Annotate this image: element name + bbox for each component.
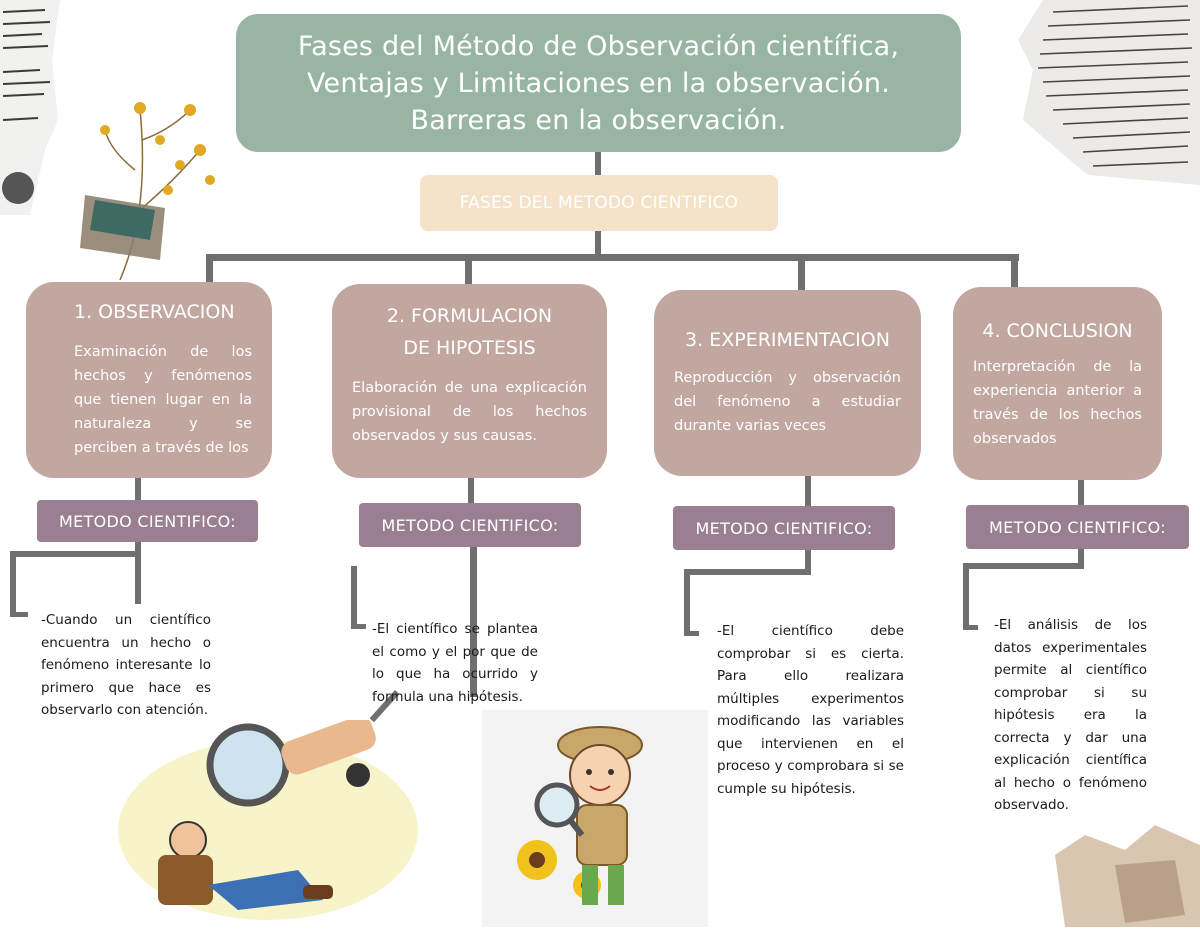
connector-note-1-v bbox=[10, 551, 16, 617]
explorer-child-cartoon bbox=[482, 710, 708, 927]
note-phase-4: -El análisis de los datos experimentales… bbox=[994, 617, 1147, 813]
phase-description: Elaboración de una explicación provision… bbox=[352, 380, 587, 444]
phase-title: 4. CONCLUSION bbox=[982, 320, 1133, 342]
connector-phase-4-method bbox=[1078, 480, 1084, 505]
phase-card-experimentacion: 3. EXPERIMENTACION Reproducción y observ… bbox=[654, 290, 921, 476]
phase-description: Reproducción y observación del fenómeno … bbox=[674, 370, 901, 434]
connector-note-4-h bbox=[963, 563, 1084, 569]
connector-phase-1 bbox=[206, 254, 213, 284]
connector-phase-2 bbox=[465, 254, 472, 286]
method-label: METODO CIENTIFICO: bbox=[381, 515, 559, 535]
method-label-box-3: METODO CIENTIFICO: bbox=[673, 506, 895, 550]
method-label-box-1: METODO CIENTIFICO: bbox=[37, 500, 258, 542]
magnifying-glass-cartoon bbox=[118, 715, 418, 920]
connector-title-center bbox=[595, 152, 601, 175]
phase-title: 1. OBSERVACION bbox=[74, 301, 235, 323]
note-phase-1: -Cuando un científico encuentra un hecho… bbox=[41, 612, 211, 718]
note-phase-2: -El científico se plantea el como y el p… bbox=[372, 621, 538, 705]
connector-method-2-down bbox=[470, 547, 477, 697]
connector-phase-1-method bbox=[135, 478, 141, 500]
method-label-box-2: METODO CIENTIFICO: bbox=[359, 503, 581, 547]
connector-note-3-h bbox=[684, 569, 811, 575]
connector-note-4-v bbox=[963, 563, 969, 630]
connector-note-1-tip bbox=[10, 612, 28, 617]
connector-phase-4 bbox=[1011, 254, 1018, 290]
phase-description: Interpretación de la experiencia anterio… bbox=[973, 359, 1142, 447]
connector-note-3-v bbox=[684, 569, 690, 636]
newspaper-clipping-top-right bbox=[1018, 0, 1200, 185]
connector-phase-3-method bbox=[805, 476, 811, 506]
main-title-box: Fases del Método de Observación científi… bbox=[236, 14, 961, 152]
method-label-box-4: METODO CIENTIFICO: bbox=[966, 505, 1189, 549]
connector-note-4-tip bbox=[963, 625, 978, 630]
phase-title: 2. FORMULACION DE HIPOTESIS bbox=[386, 305, 553, 359]
phase-description: Examinación de los hechos y fenómenos qu… bbox=[74, 344, 252, 456]
connector-note-2-tip bbox=[351, 624, 366, 629]
phase-card-observacion: 1. OBSERVACION Examinación de los hechos… bbox=[26, 282, 272, 478]
phase-title: 3. EXPERIMENTACION bbox=[685, 329, 890, 351]
connector-method-3-down bbox=[805, 550, 811, 575]
connector-phase-2-method bbox=[468, 478, 474, 503]
method-label: METODO CIENTIFICO: bbox=[695, 518, 873, 538]
note-phase-3: -El científico debe comprobar si es cier… bbox=[717, 623, 904, 797]
phase-card-conclusion: 4. CONCLUSION Interpretación de la exper… bbox=[953, 287, 1162, 480]
newspaper-clipping-top-left bbox=[0, 0, 60, 215]
main-title: Fases del Método de Observación científi… bbox=[297, 30, 900, 136]
connector-note-1-h bbox=[10, 551, 138, 557]
phases-label-box: FASES DEL METODO CIENTIFICO bbox=[420, 175, 778, 231]
torn-paper-scrap-bottom-right bbox=[1055, 815, 1200, 927]
phase-card-hipotesis: 2. FORMULACION DE HIPOTESIS Elaboración … bbox=[332, 284, 607, 478]
method-label: METODO CIENTIFICO: bbox=[59, 511, 236, 531]
connector-method-4-down bbox=[1078, 549, 1084, 569]
connector-note-3-tip bbox=[684, 631, 699, 636]
connector-phase-3 bbox=[798, 254, 805, 292]
connector-center-down bbox=[595, 231, 601, 256]
connector-note-2-v bbox=[351, 566, 357, 629]
connector-method-1-down bbox=[135, 542, 141, 604]
connector-horizontal-bar bbox=[206, 254, 1019, 261]
method-label: METODO CIENTIFICO: bbox=[989, 517, 1166, 537]
phases-label: FASES DEL METODO CIENTIFICO bbox=[459, 193, 739, 213]
